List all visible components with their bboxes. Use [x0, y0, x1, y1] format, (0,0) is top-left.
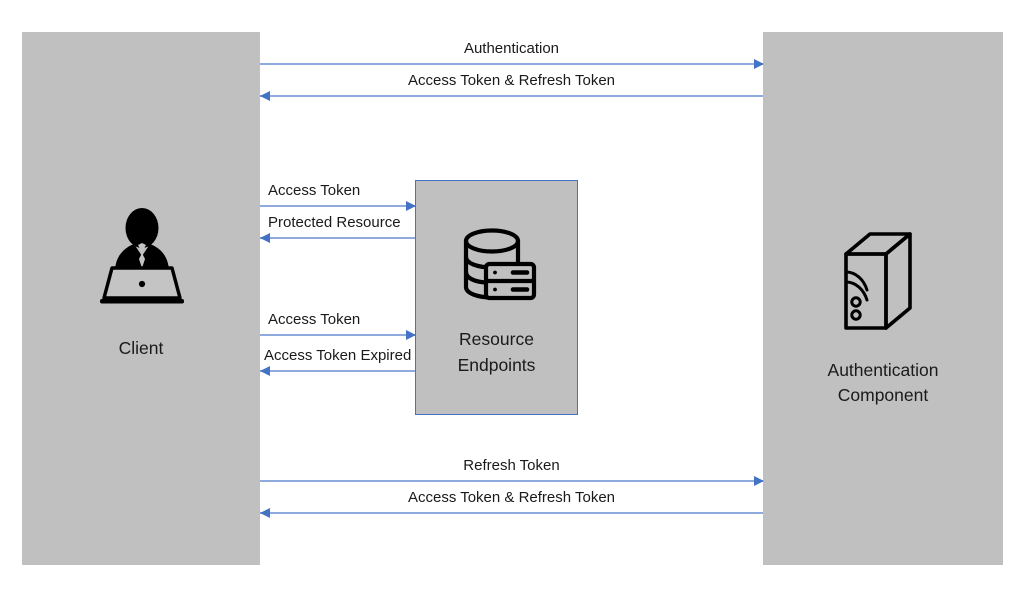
arrow-head-right-icon	[753, 475, 764, 486]
arrow-line	[260, 237, 415, 239]
message-label: Access Token & Refresh Token	[407, 489, 616, 506]
arrow-line	[260, 334, 415, 336]
message-label: Access Token	[268, 182, 361, 199]
arrow-line	[260, 480, 763, 482]
arrow-line	[260, 512, 763, 514]
person-at-laptop-icon	[90, 200, 194, 304]
lifeline-band-authentication-component	[763, 32, 1003, 565]
arrow-head-left-icon	[259, 507, 270, 518]
arrow-line	[260, 63, 763, 65]
message-label: Access Token Expired	[264, 347, 412, 364]
arrow-head-left-icon	[259, 232, 270, 243]
arrow-line	[260, 95, 763, 97]
message-label: Protected Resource	[268, 214, 401, 231]
participant-label-authentication-component: Authentication Component	[827, 360, 939, 405]
participant-label-resource-endpoints: Resource Endpoints	[457, 329, 536, 375]
arrow-head-right-icon	[405, 329, 416, 340]
message-label: Access Token & Refresh Token	[407, 72, 616, 89]
arrow-head-right-icon	[405, 200, 416, 211]
database-server-icon	[458, 227, 538, 309]
participant-box-resource-endpoints[interactable]: Resource Endpoints	[415, 180, 578, 415]
message-label: Access Token	[268, 311, 361, 328]
arrow-head-right-icon	[753, 58, 764, 69]
participant-label-client: Client	[118, 338, 164, 358]
arrow-line	[260, 205, 415, 207]
arrow-head-left-icon	[259, 90, 270, 101]
message-label: Refresh Token	[463, 457, 560, 474]
arrow-head-left-icon	[259, 365, 270, 376]
message-label: Authentication	[463, 40, 560, 57]
arrow-line	[260, 370, 415, 372]
server-tower-icon	[826, 228, 926, 332]
